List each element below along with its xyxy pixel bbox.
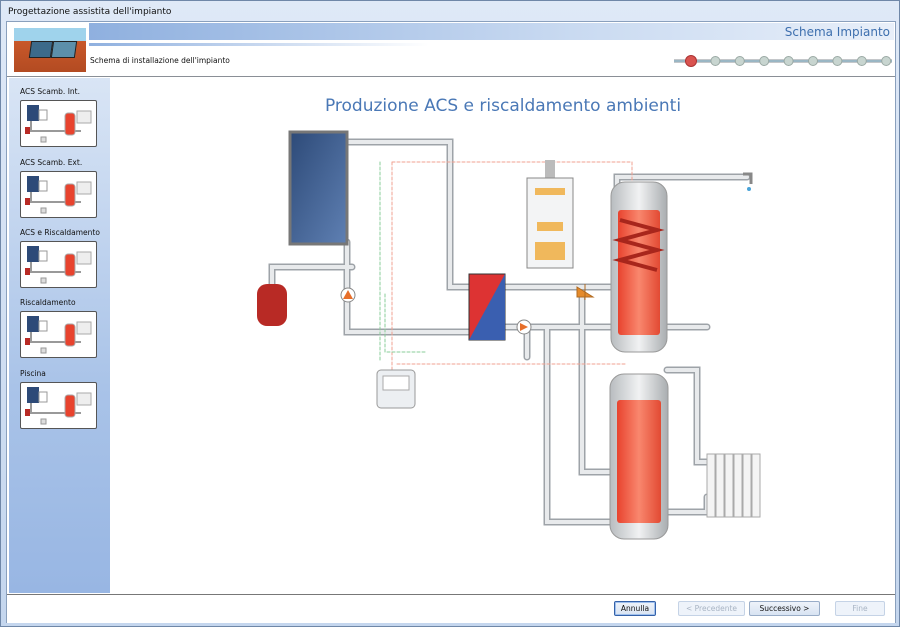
step-dot [856,56,867,66]
sidebar-item-label: ACS e Riscaldamento [20,228,100,237]
sidebar-item-label: ACS Scamb. Ext. [20,158,83,167]
sidebar-item-thumbnail[interactable] [20,171,97,218]
expansion-vessel [257,284,287,326]
cancel-button[interactable]: Annulla [614,601,656,616]
tap [743,172,753,184]
section-title: Schema Impianto [784,25,890,39]
plant-schematic [257,130,761,540]
roof-solar-panel-image [14,28,86,72]
footer-bar: Annulla < Precedente Successivo > Fine [7,594,895,623]
finish-button[interactable]: Fine [835,601,885,616]
step-dot [832,56,843,66]
sidebar-item-thumbnail[interactable] [20,311,97,358]
window-title: Progettazione assistita dell'impianto [8,7,172,17]
sidebar-item-thumbnail[interactable] [20,382,97,429]
step-dot-current [685,55,697,67]
sidebar-item-thumbnail[interactable] [20,241,97,288]
sidebar-item-thumbnail[interactable] [20,100,97,147]
radiator [706,453,761,518]
sidebar: ACS Scamb. Int. ACS Scamb. Ext. ACS e Risc… [9,78,110,593]
pump-solar [343,290,353,299]
previous-button[interactable]: < Precedente [678,601,745,616]
heat-exchanger [469,274,505,340]
sidebar-item-label: Piscina [20,369,46,378]
solar-panel [288,130,349,246]
step-progress [674,55,892,67]
step-dot [783,56,794,66]
diagram-title: Produzione ACS e riscaldamento ambienti [324,96,682,116]
step-dot [808,56,818,66]
page-subtitle: Schema di installazione dell'impianto [90,56,230,65]
sidebar-item-label: Riscaldamento [20,298,76,307]
step-dot [734,56,745,66]
next-button[interactable]: Successivo > [749,601,820,616]
step-dot [881,56,892,66]
step-dot [710,56,721,66]
sidebar-item-label: ACS Scamb. Int. [20,87,80,96]
pump-heating [520,323,528,331]
diagram-area: Produzione ACS e riscaldamento ambienti [111,78,895,593]
three-way-valve [576,284,595,300]
step-dot [759,56,770,66]
